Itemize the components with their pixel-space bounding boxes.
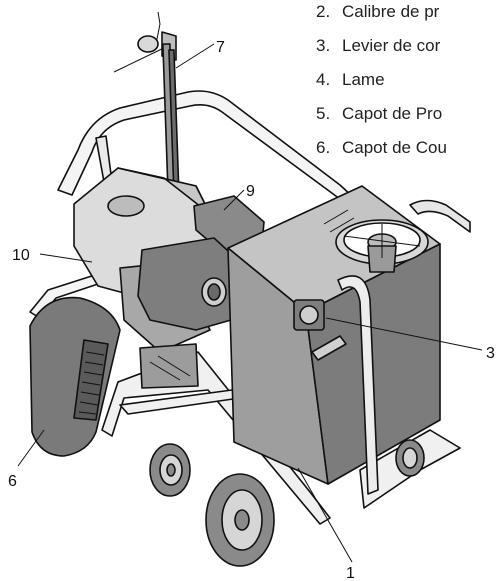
legend-item-label: Lame bbox=[342, 70, 385, 89]
depth-hand-wheel bbox=[335, 219, 429, 273]
callout-7: 7 bbox=[216, 39, 225, 56]
legend-item-label: Levier de cor bbox=[342, 36, 441, 55]
front-wheel-small bbox=[149, 443, 191, 497]
legend-item-3: 3. Levier de cor bbox=[316, 36, 440, 56]
legend-item-6: 6. Capot de Cou bbox=[316, 138, 447, 158]
push-handle bbox=[337, 275, 379, 495]
legend-item-5: 5. Capot de Pro bbox=[316, 104, 442, 124]
legend-item-label: Calibre de pr bbox=[342, 2, 440, 21]
legend-item-number: 3. bbox=[316, 36, 331, 55]
legend-item-2: 2. Calibre de pr bbox=[316, 2, 439, 22]
legend-item-number: 6. bbox=[316, 138, 331, 157]
rear-wheel bbox=[395, 439, 425, 477]
belt-guard-cover bbox=[29, 296, 121, 457]
callout-6: 6 bbox=[8, 473, 17, 490]
legend-item-number: 2. bbox=[316, 2, 331, 21]
callout-9: 9 bbox=[246, 183, 255, 200]
front-wheel-large bbox=[205, 473, 275, 567]
legend-item-label: Capot de Pro bbox=[342, 104, 443, 123]
leader-lines bbox=[17, 43, 483, 563]
lift-lever bbox=[293, 299, 347, 361]
air-filter-housing bbox=[137, 195, 265, 331]
callout-3: 3 bbox=[486, 345, 495, 362]
legend-item-label: Capot de Cou bbox=[342, 138, 447, 157]
legend-item-4: 4. Lame bbox=[316, 70, 385, 90]
legend-item-number: 4. bbox=[316, 70, 331, 89]
callout-10: 10 bbox=[12, 247, 30, 264]
callout-1: 1 bbox=[346, 565, 355, 581]
legend-item-number: 5. bbox=[316, 104, 331, 123]
